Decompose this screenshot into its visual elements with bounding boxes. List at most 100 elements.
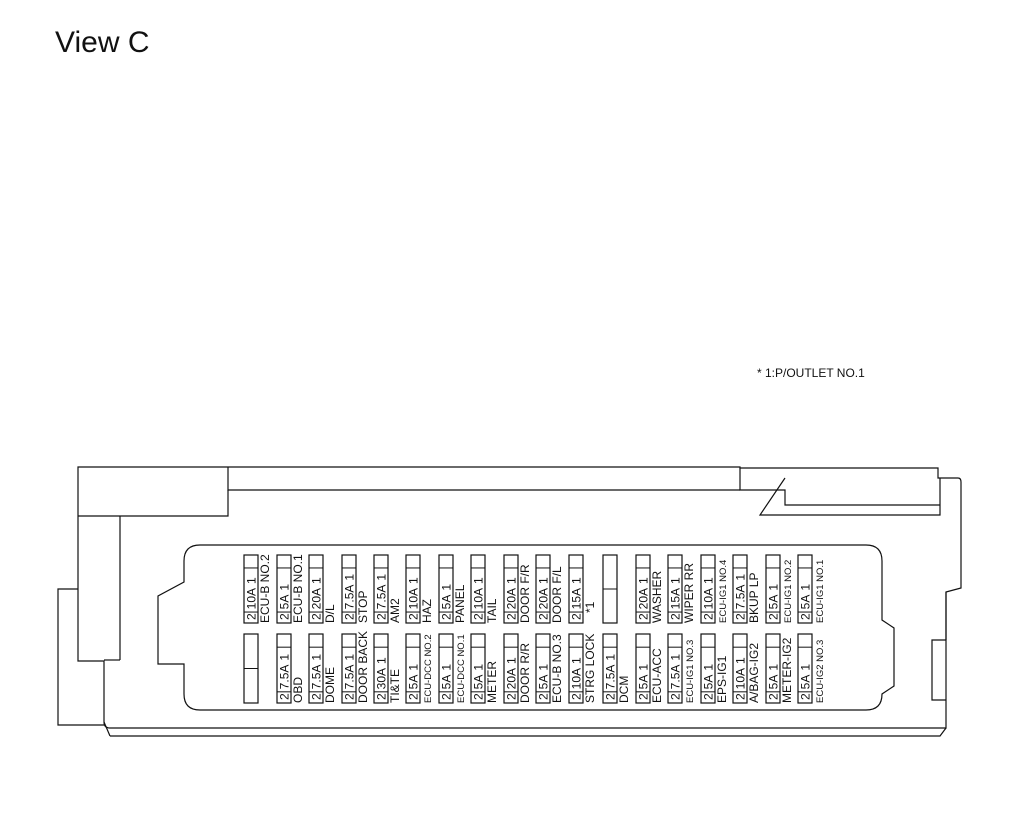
fuse-body	[276, 633, 292, 704]
fuse-pin-left: 2	[767, 693, 781, 700]
fuse-pin-left: 2	[537, 693, 551, 700]
fuse-label: 25A1	[407, 664, 421, 700]
fuse-pin-right: 1	[343, 654, 357, 661]
fuse-label: 27.5A1	[669, 654, 683, 700]
fuse-pin-left: 2	[278, 693, 292, 700]
fuse-rating: 5A	[767, 595, 781, 610]
fuse-rating: 5A	[799, 675, 813, 690]
fuse-rating: 20A	[537, 588, 551, 609]
fuse-label: 25A1	[799, 584, 813, 620]
fuse-label: 2 15A 1	[570, 577, 584, 620]
fuse-pin-left: 2	[407, 613, 421, 620]
fuse-name: ECU-IG1 NO.1	[815, 560, 826, 623]
fuse-pin-right: 1	[734, 657, 748, 664]
fuse-name: ECU-IG1 NO.4	[718, 560, 729, 623]
fuse-label: 210A1	[734, 657, 748, 700]
fuse-label: 220A1	[505, 577, 519, 620]
fuse-body	[635, 633, 651, 704]
fuse-body	[405, 554, 421, 624]
fuse-label: 210A1	[245, 577, 259, 620]
fuse-body	[373, 554, 389, 624]
fuse-name: EPS-IG1	[715, 655, 729, 703]
fuse-name: D/L	[323, 604, 337, 623]
fuse-body	[503, 554, 519, 624]
fuse-rating: 7.5A	[278, 665, 292, 690]
fuse-rating: 7.5A	[343, 665, 357, 690]
fuse-pin-right: 1	[310, 654, 324, 661]
fuse-pin-right: 1	[440, 664, 454, 671]
fuse-rating: 5A	[472, 675, 486, 690]
fuse-pin-right: 1	[440, 584, 454, 591]
fuse-pin-left: 2	[669, 613, 683, 620]
fuse-pin-left: 2	[537, 613, 551, 620]
fuse-pin-right: 1	[570, 657, 584, 664]
fuse-body	[568, 554, 584, 624]
fuse-body	[405, 633, 421, 704]
fuse-name: TI&TE	[388, 669, 402, 703]
fuse-label: 2 5A 1	[440, 584, 454, 620]
fuse-rating: 20A	[505, 588, 519, 609]
fuse-label: 25A1	[767, 584, 781, 620]
fuse-body	[700, 554, 716, 624]
fuse-label: 2 5A 1	[767, 664, 781, 700]
fuse-pin-right: 1	[570, 577, 584, 584]
fuse-pin-left: 2	[505, 613, 519, 620]
fuse-name: DOME	[323, 667, 337, 703]
fuse-pin-left: 2	[669, 693, 683, 700]
fuse-label: 25A1	[537, 664, 551, 700]
fuse-pin-right: 1	[604, 654, 618, 661]
fuse-rating: 20A	[505, 668, 519, 689]
fuse-pin-left: 2	[310, 613, 324, 620]
fuse-pin-right: 1	[375, 574, 389, 581]
fuse-pin-left: 2	[472, 693, 486, 700]
fuse-pin-left: 2	[245, 613, 259, 620]
fuse-rating: 7.5A	[734, 585, 748, 610]
fuse-label: 27.5A1	[310, 654, 324, 700]
fuse-pin-right: 1	[702, 664, 716, 671]
fuse-name: DOOR R/R	[518, 643, 532, 703]
fuse-label: 27.5A1	[604, 654, 618, 700]
fuse-name: STOP	[356, 591, 370, 623]
bottom-fuse-5: 2 30A 1TI&TE	[373, 633, 402, 704]
fuse-label: 210A1	[472, 577, 486, 620]
fuse-rating: 30A	[375, 668, 389, 689]
fuse-pin-left: 2	[570, 613, 584, 620]
fuse-pin-right: 1	[669, 577, 683, 584]
fuse-name: ECU-IG2 NO.3	[815, 640, 826, 703]
fuse-rating: 5A	[767, 675, 781, 690]
fuse-label: 25A1	[637, 664, 651, 700]
fuse-body	[373, 633, 389, 704]
fuse-pin-left: 2	[702, 693, 716, 700]
fuse-rating: 15A	[570, 588, 584, 609]
fuse-pin-left: 2	[375, 693, 389, 700]
fuse-pin-right: 1	[537, 664, 551, 671]
fuse-rating: 5A	[440, 595, 454, 610]
fuse-pin-left: 2	[734, 693, 748, 700]
fuse-name: OBD	[291, 677, 305, 703]
fuse-rating: 10A	[472, 588, 486, 609]
fuse-name: ECU-B NO.1	[291, 554, 305, 623]
fuse-pin-right: 1	[375, 657, 389, 664]
fuse-pin-left: 2	[440, 613, 454, 620]
fuse-body	[243, 554, 259, 624]
fuse-body	[732, 554, 748, 624]
fuse-pin-right: 1	[767, 664, 781, 671]
fuse-label: 27.5A1	[343, 574, 357, 620]
fuse-rating: 15A	[669, 588, 683, 609]
fuse-body	[700, 633, 716, 704]
